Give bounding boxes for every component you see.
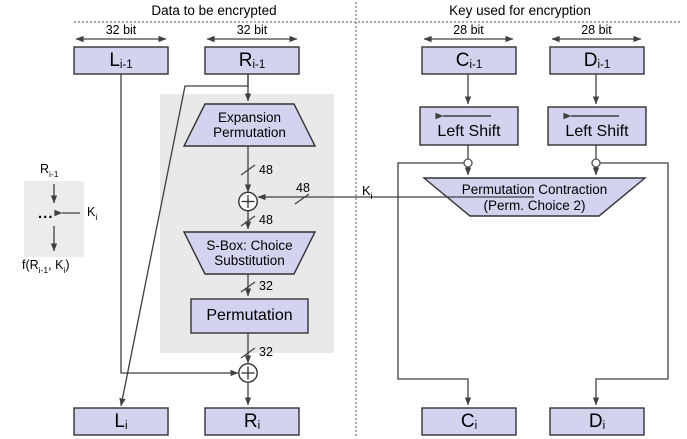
tick-expansion-out [240,164,256,176]
expansion-permutation-shape [182,103,317,147]
reg-l-prev-box [73,46,169,75]
tick-xor-out [240,215,256,227]
xor-feistel [238,363,258,383]
tick-perm-out [240,347,256,359]
wire-shift2-to-dnext [592,162,669,406]
reg-r-next-box [204,407,300,436]
wire-lprev-to-xor [120,74,239,377]
junction-shift1 [463,158,473,168]
reg-c-prev-box [421,46,517,75]
permutation-contraction-shape [422,177,647,217]
reg-l-next-box [73,407,169,436]
left-shift-1-box [419,106,519,146]
reg-d-prev-box [549,46,645,75]
sbox-shape [182,231,317,275]
tick-key-bus [294,193,310,205]
xor-key-mix [238,191,258,212]
wire-shift1-to-cnext [397,162,472,406]
permutation-shape [190,298,309,334]
left-shift-2-box [547,106,647,146]
junction-shift2 [591,158,601,168]
reg-d-next-box [549,407,645,436]
tick-sbox-out [240,281,256,293]
reg-r-prev-box [204,46,300,75]
reg-c-next-box [421,407,517,436]
